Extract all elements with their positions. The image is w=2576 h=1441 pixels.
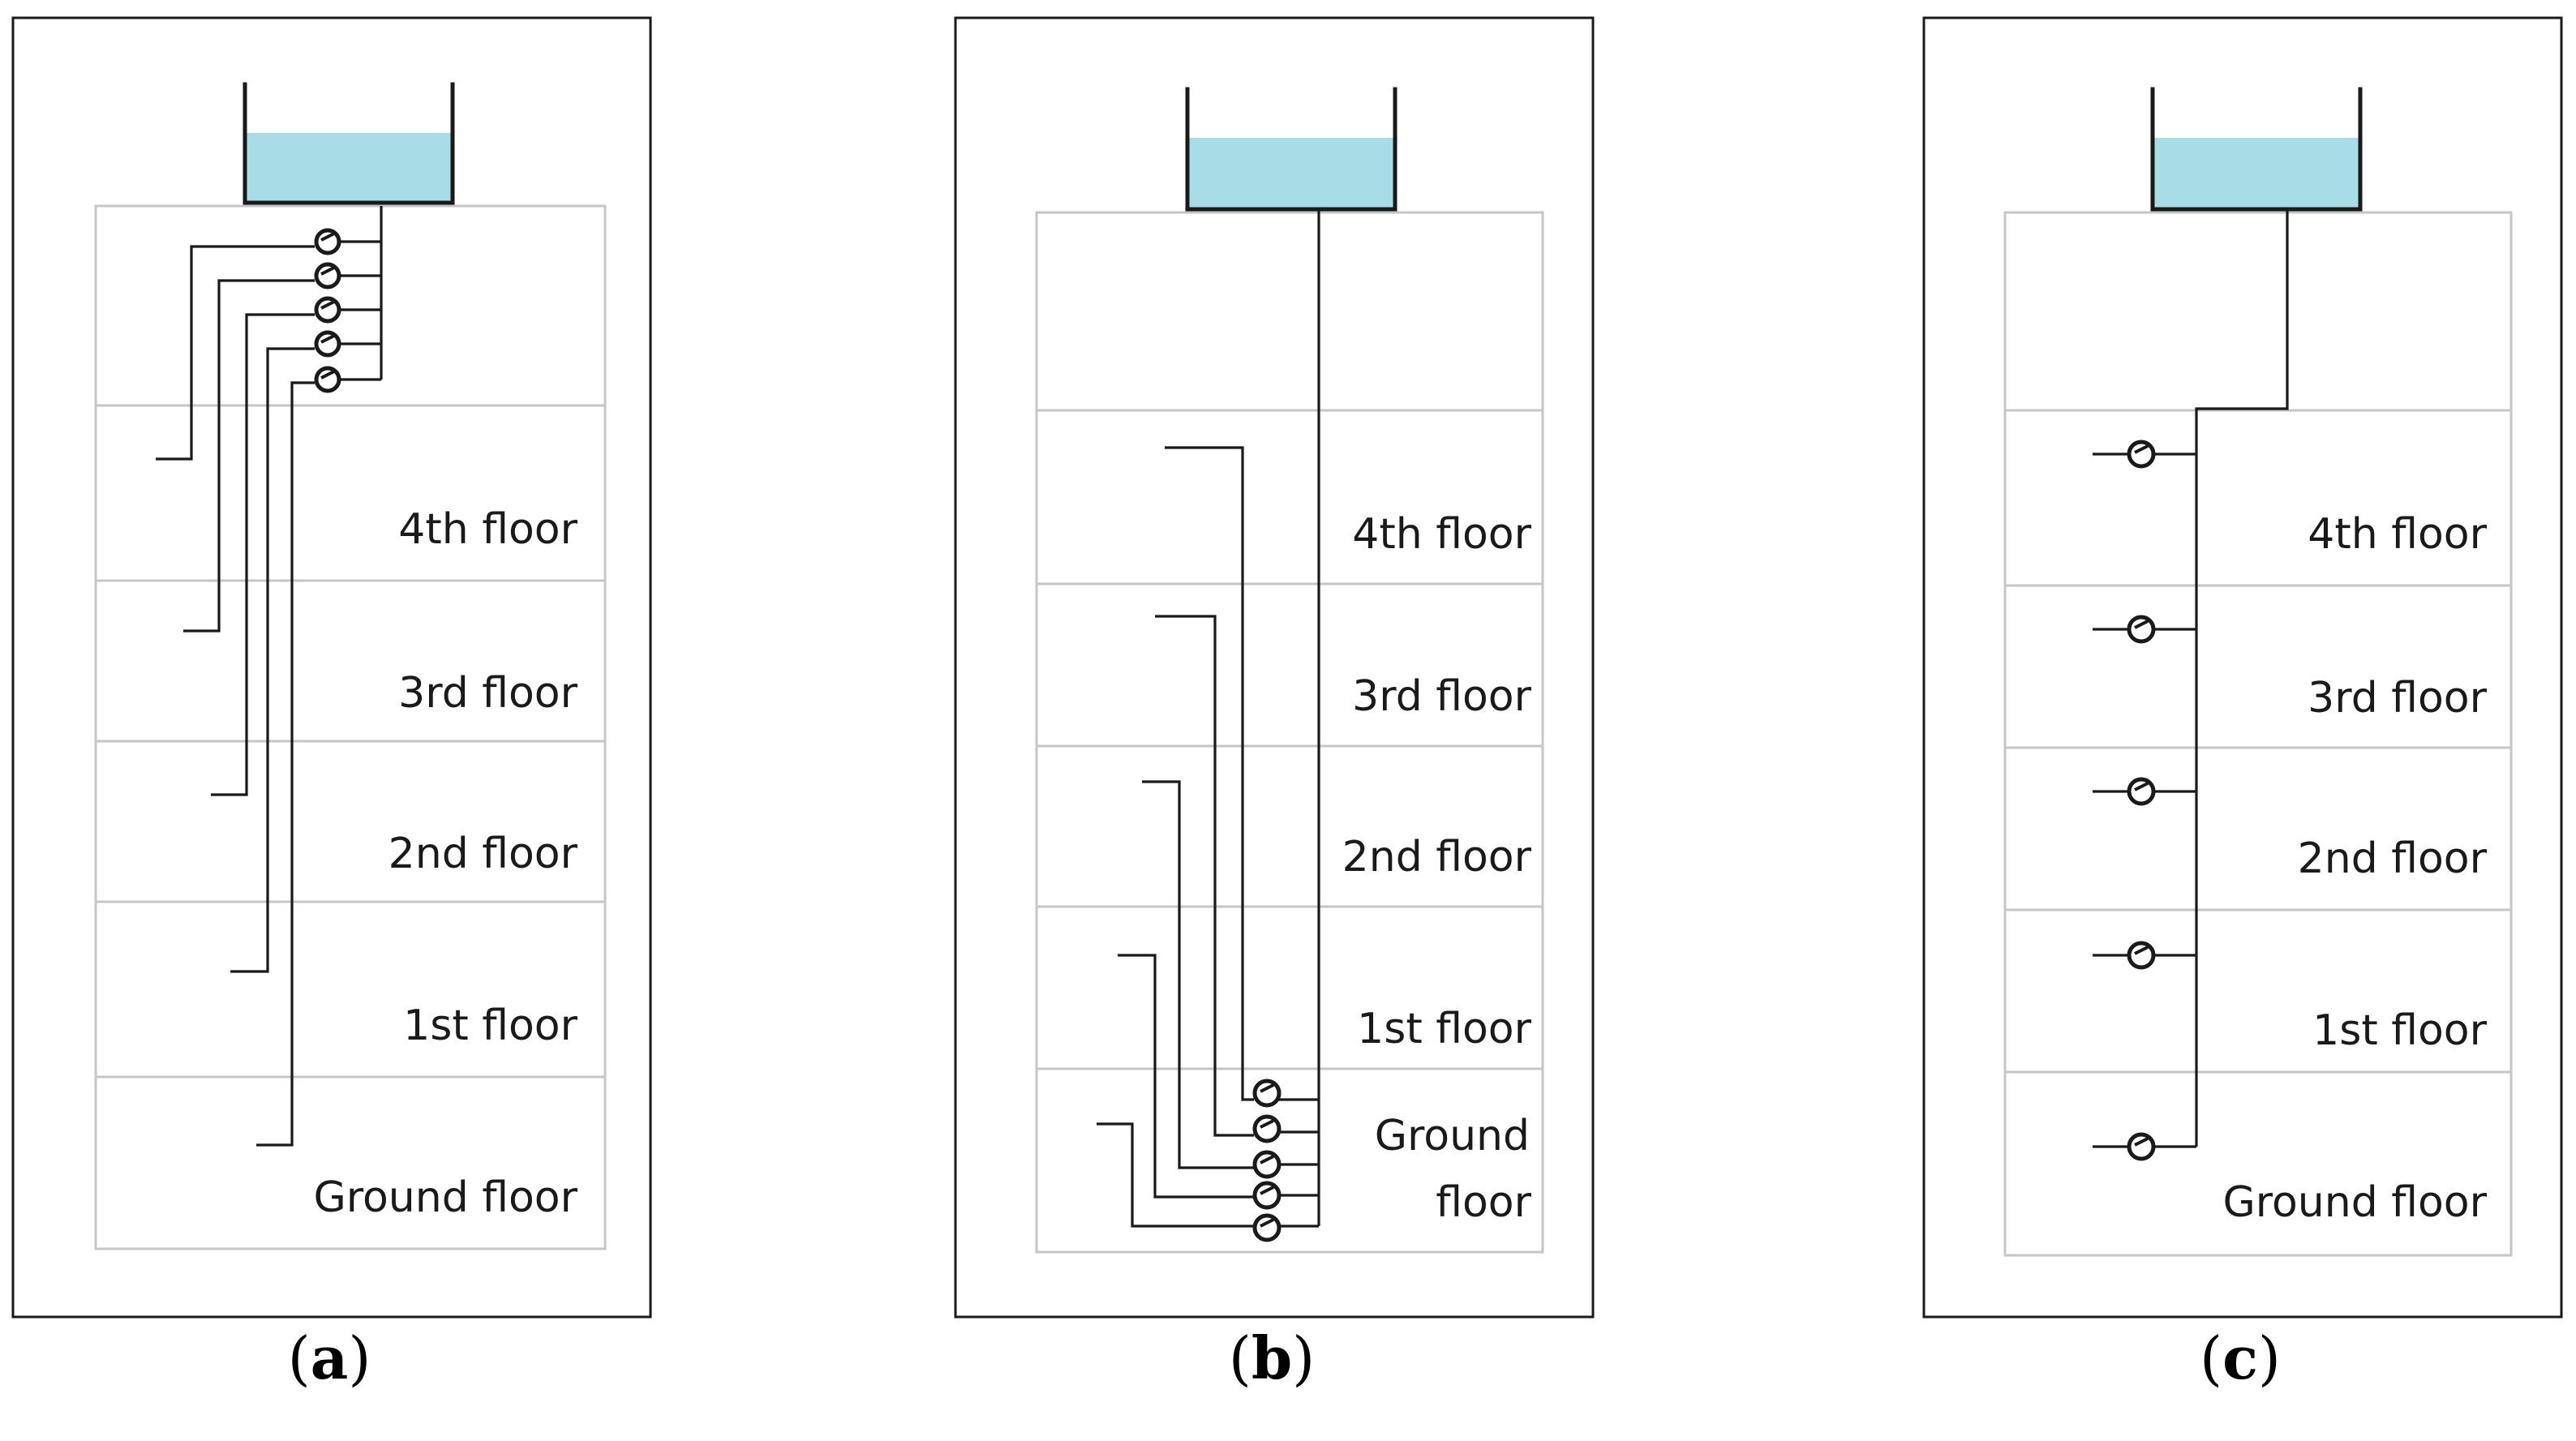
panel-a-tank-wall [243, 82, 455, 205]
water-meter-icon [1252, 1114, 1282, 1143]
water-meter-icon [314, 262, 341, 289]
panel-c-tank-wall [2150, 87, 2363, 212]
water-meter-icon [1252, 1181, 1282, 1210]
panel-b-feed-1st-floor [1118, 954, 1254, 1199]
panel-a-tank-water [245, 133, 453, 203]
panel-b: 4th floor 3rd floor 2nd floor 1st floor … [954, 16, 1595, 1392]
panel-c-tank-water [2153, 138, 2360, 209]
water-meter-icon [2127, 777, 2156, 806]
panel-a-feed-3rd-floor [183, 279, 315, 633]
water-meter-icon [2127, 941, 2156, 970]
water-meter-icon [1252, 1150, 1282, 1179]
panel-b-label-2nd-floor: 2nd floor [1342, 833, 1532, 881]
panel-c-label-ground-floor: Ground floor [2222, 1178, 2487, 1227]
panel-b-caption: (b) [1229, 1323, 1316, 1392]
panel-a-building [94, 204, 607, 1250]
panel-b-tank-wall [1185, 87, 1397, 212]
panel-b-meters [1252, 1079, 1282, 1242]
panel-c-meters [2127, 440, 2156, 1161]
panel-a-feed-1st-floor [230, 347, 315, 973]
panel-b-feed-4th-floor [1165, 446, 1254, 1101]
water-meter-icon [1252, 1213, 1282, 1242]
panel-a-label-2nd-floor: 2nd floor [389, 830, 578, 878]
water-meter-icon [2127, 1132, 2156, 1161]
panel-c-main-riser [2195, 209, 2289, 1147]
panel-b-tank-water [1187, 138, 1395, 209]
water-meter-icon [314, 330, 341, 358]
panel-c-label-2nd-floor: 2nd floor [2298, 834, 2488, 883]
panel-b-feed-3rd-floor [1155, 615, 1254, 1137]
panel-a-feed-4th-floor [156, 245, 315, 461]
water-meter-icon [314, 366, 341, 393]
panel-b-label-floor: floor [1436, 1178, 1531, 1227]
panel-b-pipes [1097, 209, 1320, 1228]
panel-b-label-ground: Ground [1375, 1112, 1530, 1160]
panel-c-building [2003, 211, 2513, 1257]
panel-a-feed-ground-floor [256, 381, 315, 1147]
panel-c-label-4th-floor: 4th floor [2308, 510, 2487, 559]
panel-a-meters [314, 228, 341, 393]
water-tank-icon [1185, 87, 1397, 212]
water-meter-icon [314, 228, 341, 255]
panel-c: 4th floor 3rd floor 2nd floor 1st floor … [1922, 16, 2563, 1392]
water-tank-icon [243, 82, 455, 205]
panel-a-pipes [156, 206, 383, 1147]
panel-a-label-4th-floor: 4th floor [398, 505, 577, 554]
water-meter-icon [2127, 440, 2156, 469]
panel-b-feed-ground-floor [1097, 1122, 1254, 1228]
panel-a-label-ground-floor: Ground floor [313, 1173, 577, 1222]
panel-a-feed-2nd-floor [211, 313, 315, 796]
panel-a-label-3rd-floor: 3rd floor [398, 669, 577, 718]
panel-a-label-1st-floor: 1st floor [403, 1001, 577, 1050]
panel-b-feed-2nd-floor [1142, 780, 1254, 1169]
panel-c-caption: (c) [2200, 1323, 2281, 1392]
panel-b-label-4th-floor: 4th floor [1352, 510, 1531, 559]
panel-a: 4th floor 3rd floor 2nd floor 1st floor … [11, 16, 652, 1392]
panel-c-label-1st-floor: 1st floor [2312, 1006, 2487, 1055]
water-meter-icon [2127, 615, 2156, 644]
panel-b-building [1035, 211, 1544, 1254]
panel-c-label-3rd-floor: 3rd floor [2308, 674, 2487, 723]
water-tank-icon [2150, 87, 2363, 212]
panel-a-caption: (a) [288, 1323, 371, 1392]
water-meter-icon [314, 296, 341, 324]
water-meter-icon [1252, 1079, 1282, 1108]
panel-b-label-3rd-floor: 3rd floor [1352, 672, 1531, 721]
panel-b-label-1st-floor: 1st floor [1357, 1005, 1531, 1053]
